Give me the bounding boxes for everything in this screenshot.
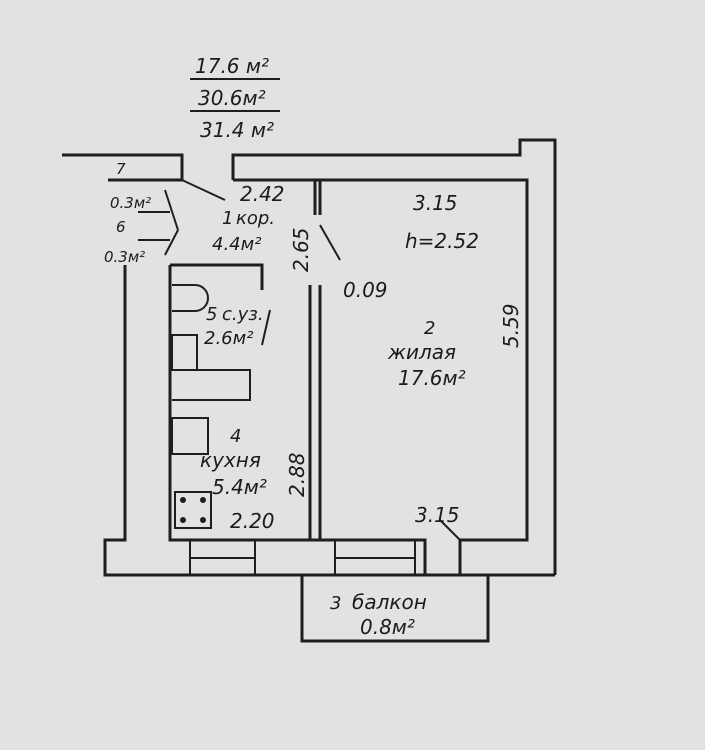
kitchen-area: 5.4м² xyxy=(212,475,267,499)
balcony-outline xyxy=(300,573,490,643)
walls xyxy=(62,138,557,577)
living-height: h=2.52 xyxy=(405,229,479,253)
living-area: 17.6м² xyxy=(398,366,466,390)
kitchen-sink-icon xyxy=(171,417,209,455)
living-number: 2 xyxy=(424,318,435,339)
fixtures xyxy=(138,179,461,541)
corridor-name: кор. xyxy=(236,208,275,229)
dim-corridor-length: 2.65 xyxy=(289,227,313,272)
dim-partition: 0.09 xyxy=(343,278,388,302)
kitchen-name: кухня xyxy=(200,448,261,472)
bathtub-icon xyxy=(172,369,251,401)
total-area: 31.4 м² xyxy=(200,118,274,142)
bathroom-area: 2.6м² xyxy=(204,328,253,349)
dim-living-top: 3.15 xyxy=(413,191,458,215)
living-area-total: 17.6 м² xyxy=(195,54,269,78)
bathroom-number: 5 xyxy=(206,304,217,325)
balcony-number: 3 xyxy=(330,593,341,614)
dim-kitchen-width: 2.20 xyxy=(230,509,275,533)
dim-living-bottom: 3.15 xyxy=(415,503,460,527)
balcony-area: 0.8м² xyxy=(360,615,415,639)
dim-living-side: 5.59 xyxy=(499,303,523,348)
closet6-area: 0.3м² xyxy=(104,248,145,266)
toilet-icon xyxy=(172,284,209,312)
bathroom-name: с.уз. xyxy=(222,304,264,325)
closet7-number: 7 xyxy=(116,160,126,178)
kitchen-number: 4 xyxy=(230,426,241,447)
sink-icon xyxy=(171,334,198,371)
living-name: жилая xyxy=(387,340,456,364)
balcony-name: балкон xyxy=(352,590,427,614)
closet7-area: 0.3м² xyxy=(110,194,151,212)
dim-kitchen-length: 2.88 xyxy=(285,452,309,497)
useful-area-total: 30.6м² xyxy=(198,86,266,110)
closet6-number: 6 xyxy=(116,218,126,236)
corridor-number: 1 xyxy=(222,208,233,229)
stove-icon xyxy=(174,491,212,529)
dim-corridor-width: 2.42 xyxy=(240,182,285,206)
corridor-area: 4.4м² xyxy=(212,234,261,255)
